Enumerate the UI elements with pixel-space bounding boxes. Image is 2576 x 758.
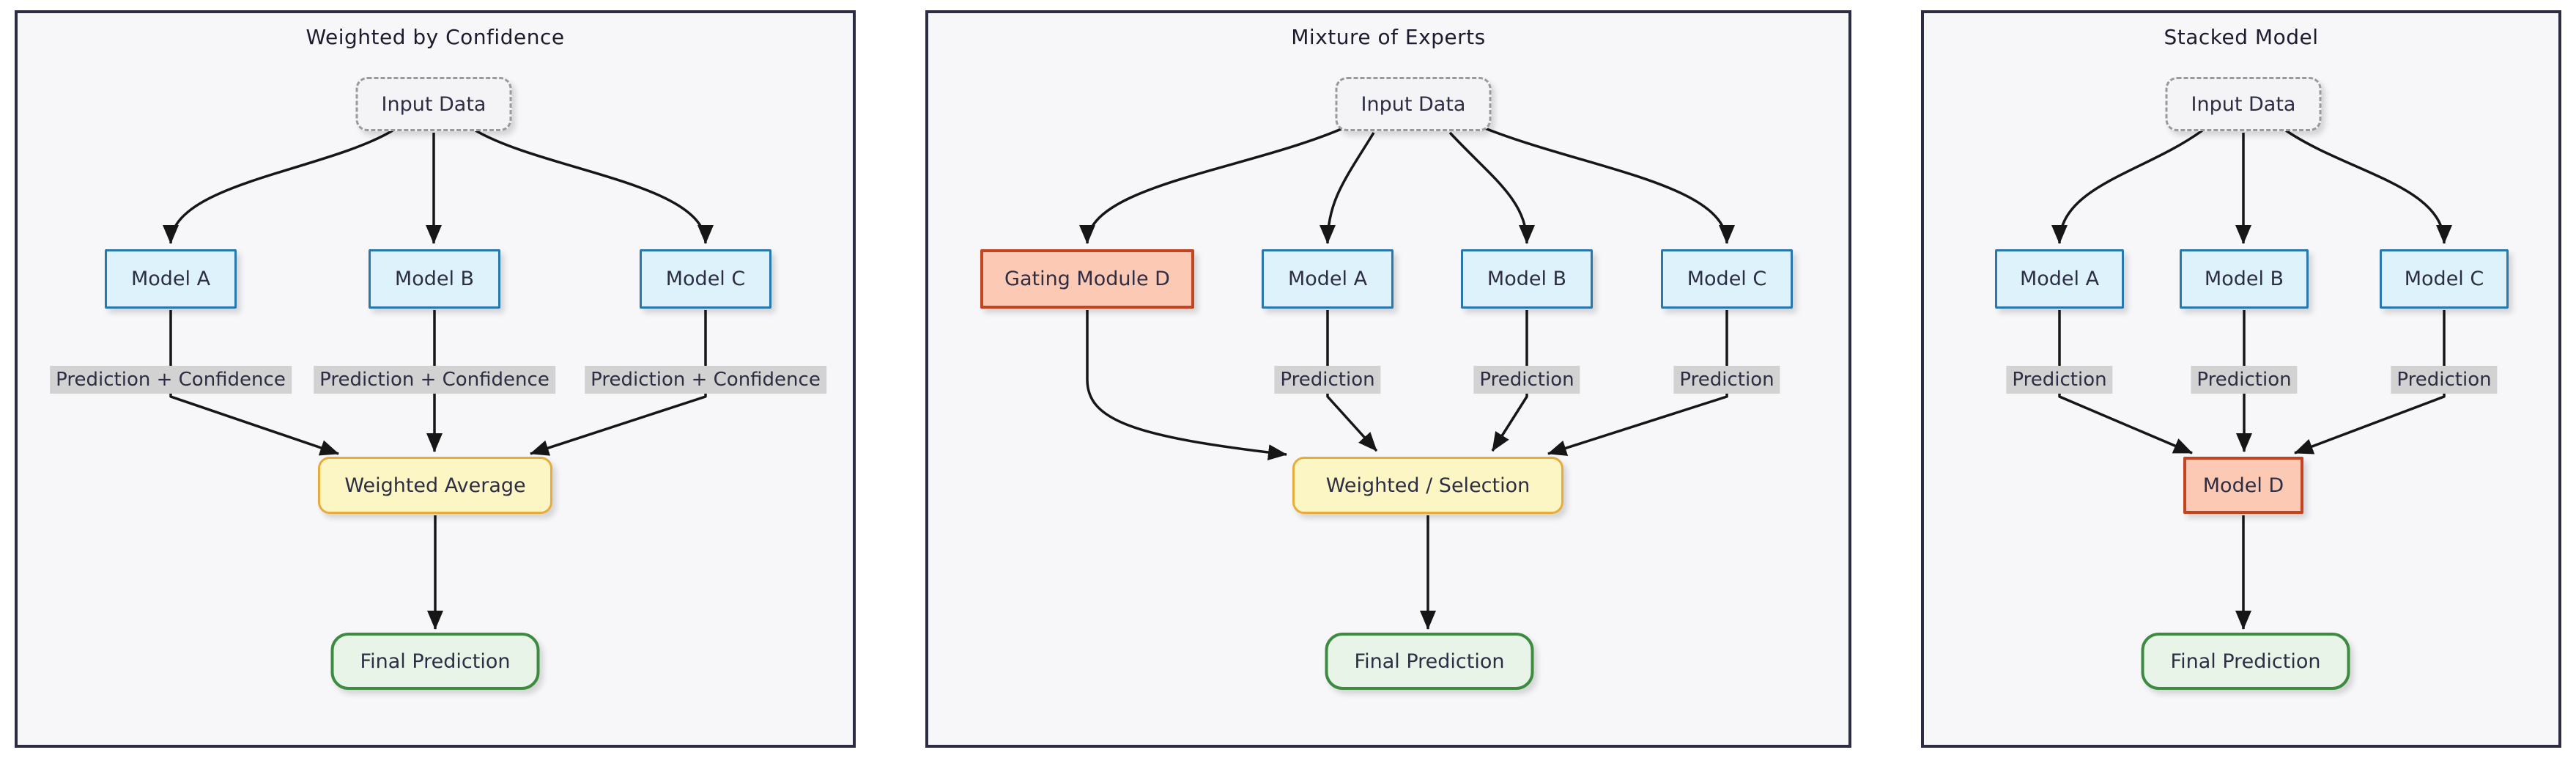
edge-label-prediction-confidence-b: Prediction + Confidence	[314, 366, 555, 394]
model-c-node: Model C	[2380, 249, 2509, 309]
edge-input-to-model-b	[1448, 131, 1535, 244]
edge-input-to-model-a	[163, 129, 393, 244]
edges-layer	[163, 129, 714, 630]
edge-model-a-to-combiner	[1326, 310, 1378, 452]
edge-label-prediction-b: Prediction	[1473, 366, 1580, 394]
edge-label-prediction-confidence-a: Prediction + Confidence	[50, 366, 292, 394]
edge-model-c-to-combiner	[530, 310, 707, 456]
input-data-node: Input Data	[1335, 77, 1492, 131]
edge-input-to-model-c	[1484, 127, 1735, 244]
input-data-node: Input Data	[355, 77, 512, 131]
gating-module-node: Gating Module D	[980, 249, 1194, 309]
panel-title: Weighted by Confidence	[306, 25, 565, 49]
edge-input-to-model-c	[475, 129, 714, 244]
edge-input-to-gating	[1079, 127, 1344, 244]
panel-title: Mixture of Experts	[1291, 25, 1486, 49]
edge-label-prediction-b: Prediction	[2191, 366, 2298, 394]
model-a-node: Model A	[1262, 249, 1394, 309]
model-a-node: Model A	[105, 249, 237, 309]
edge-label-prediction-confidence-c: Prediction + Confidence	[585, 366, 826, 394]
edge-label-prediction-c: Prediction	[1673, 366, 1780, 394]
model-d-node: Model D	[2183, 457, 2303, 514]
model-c-node: Model C	[640, 249, 771, 309]
model-b-node: Model B	[1461, 249, 1593, 309]
weighted-selection-node: Weighted / Selection	[1292, 457, 1563, 514]
model-a-node: Model A	[1995, 249, 2124, 309]
edge-model-a-to-combiner	[169, 310, 339, 456]
edge-input-to-model-a	[1320, 132, 1375, 244]
edge-label-prediction-a: Prediction	[2006, 366, 2113, 394]
input-data-node: Input Data	[2165, 77, 2322, 131]
edge-gating-to-combiner	[1086, 310, 1287, 461]
panel-weighted-by-confidence: Weighted by Confidence Input Data Model …	[15, 10, 856, 748]
weighted-average-node: Weighted Average	[318, 457, 552, 514]
edge-input-to-model-c	[2285, 129, 2452, 244]
final-prediction-node: Final Prediction	[1325, 633, 1534, 690]
edge-model-c-to-model-d	[2294, 310, 2446, 455]
edge-input-to-model-a	[2051, 129, 2204, 244]
final-prediction-node: Final Prediction	[330, 633, 540, 690]
edges-layer	[1079, 127, 1735, 630]
final-prediction-node: Final Prediction	[2141, 633, 2350, 690]
model-c-node: Model C	[1661, 249, 1793, 309]
edge-label-prediction-a: Prediction	[1274, 366, 1381, 394]
panel-mixture-of-experts: Mixture of Experts Input Data Gating Mod…	[925, 10, 1851, 748]
model-b-node: Model B	[2180, 249, 2309, 309]
edge-model-b-to-combiner	[1491, 310, 1528, 452]
edge-model-c-to-combiner	[1547, 310, 1728, 456]
panel-title: Stacked Model	[2164, 25, 2319, 49]
edge-label-prediction-c: Prediction	[2391, 366, 2498, 394]
panel-stacked-model: Stacked Model Input Data Model A Model B…	[1921, 10, 2561, 748]
edge-model-a-to-model-d	[2058, 310, 2193, 455]
model-b-node: Model B	[369, 249, 500, 309]
